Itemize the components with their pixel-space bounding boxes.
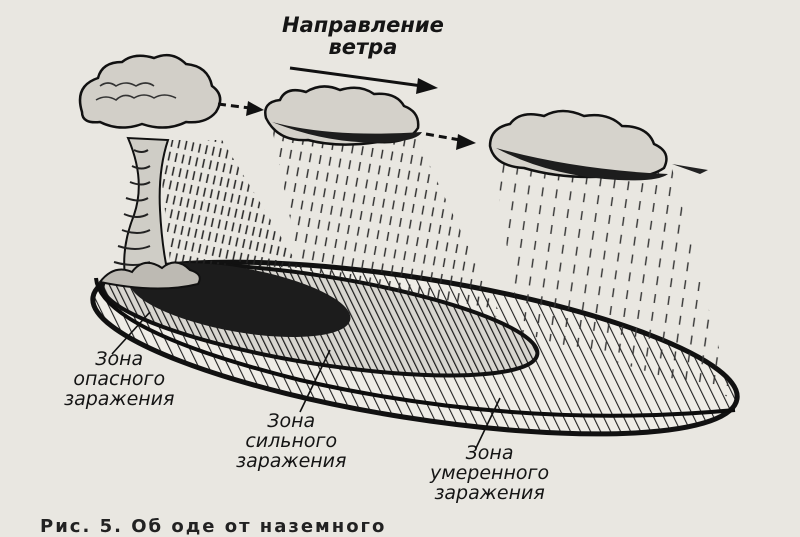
figure-caption: Рис. 5. Об оде от наземного [40, 516, 386, 537]
zone-moderate-line1: Зона [430, 444, 549, 464]
zone-strong-line3: заражения [236, 452, 346, 472]
dashed-arrow-2 [426, 134, 476, 150]
zone-danger-line1: Зона [64, 350, 174, 370]
wind-direction-label: Направление ветра [282, 14, 444, 58]
zone-strong-line2: сильного [236, 432, 346, 452]
zone-moderate-line3: заражения [430, 484, 549, 504]
wind-label-line2: ветра [282, 36, 444, 58]
cloud-2 [265, 86, 422, 144]
zone-strong-label: Зона сильного заражения [236, 412, 346, 472]
zone-danger-label: Зона опасного заражения [64, 350, 174, 410]
zone-moderate-label: Зона умеренного заражения [430, 444, 549, 504]
zone-moderate-line2: умеренного [430, 464, 549, 484]
dashed-arrow-1 [218, 101, 264, 116]
wind-label-line1: Направление [282, 14, 444, 36]
zone-danger-line2: опасного [64, 370, 174, 390]
zone-danger-line3: заражения [64, 390, 174, 410]
zone-strong-line1: Зона [236, 412, 346, 432]
mushroom-cap [80, 55, 220, 127]
